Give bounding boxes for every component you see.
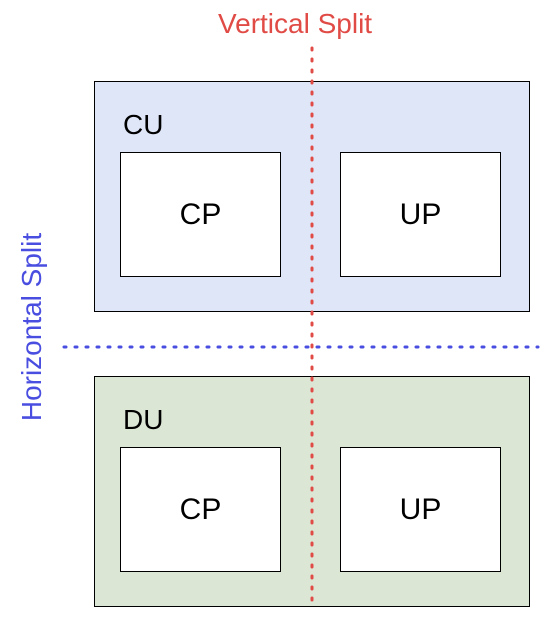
cu-up-label: UP [399,197,442,231]
du-up-label: UP [399,492,442,526]
vertical-split-label: Vertical Split [218,8,373,39]
cu-container: CU CP UP [94,81,530,312]
du-up-box: UP [340,447,501,572]
du-cp-box: CP [120,447,281,572]
cu-up-box: UP [340,152,501,277]
cu-label: CU [123,109,164,140]
du-container: DU CP UP [94,376,530,607]
du-cp-label: CP [179,492,222,526]
cu-cp-label: CP [179,197,222,231]
cu-cp-box: CP [120,152,281,277]
horizontal-split-label: Horizontal Split [16,232,47,422]
du-label: DU [123,404,164,435]
